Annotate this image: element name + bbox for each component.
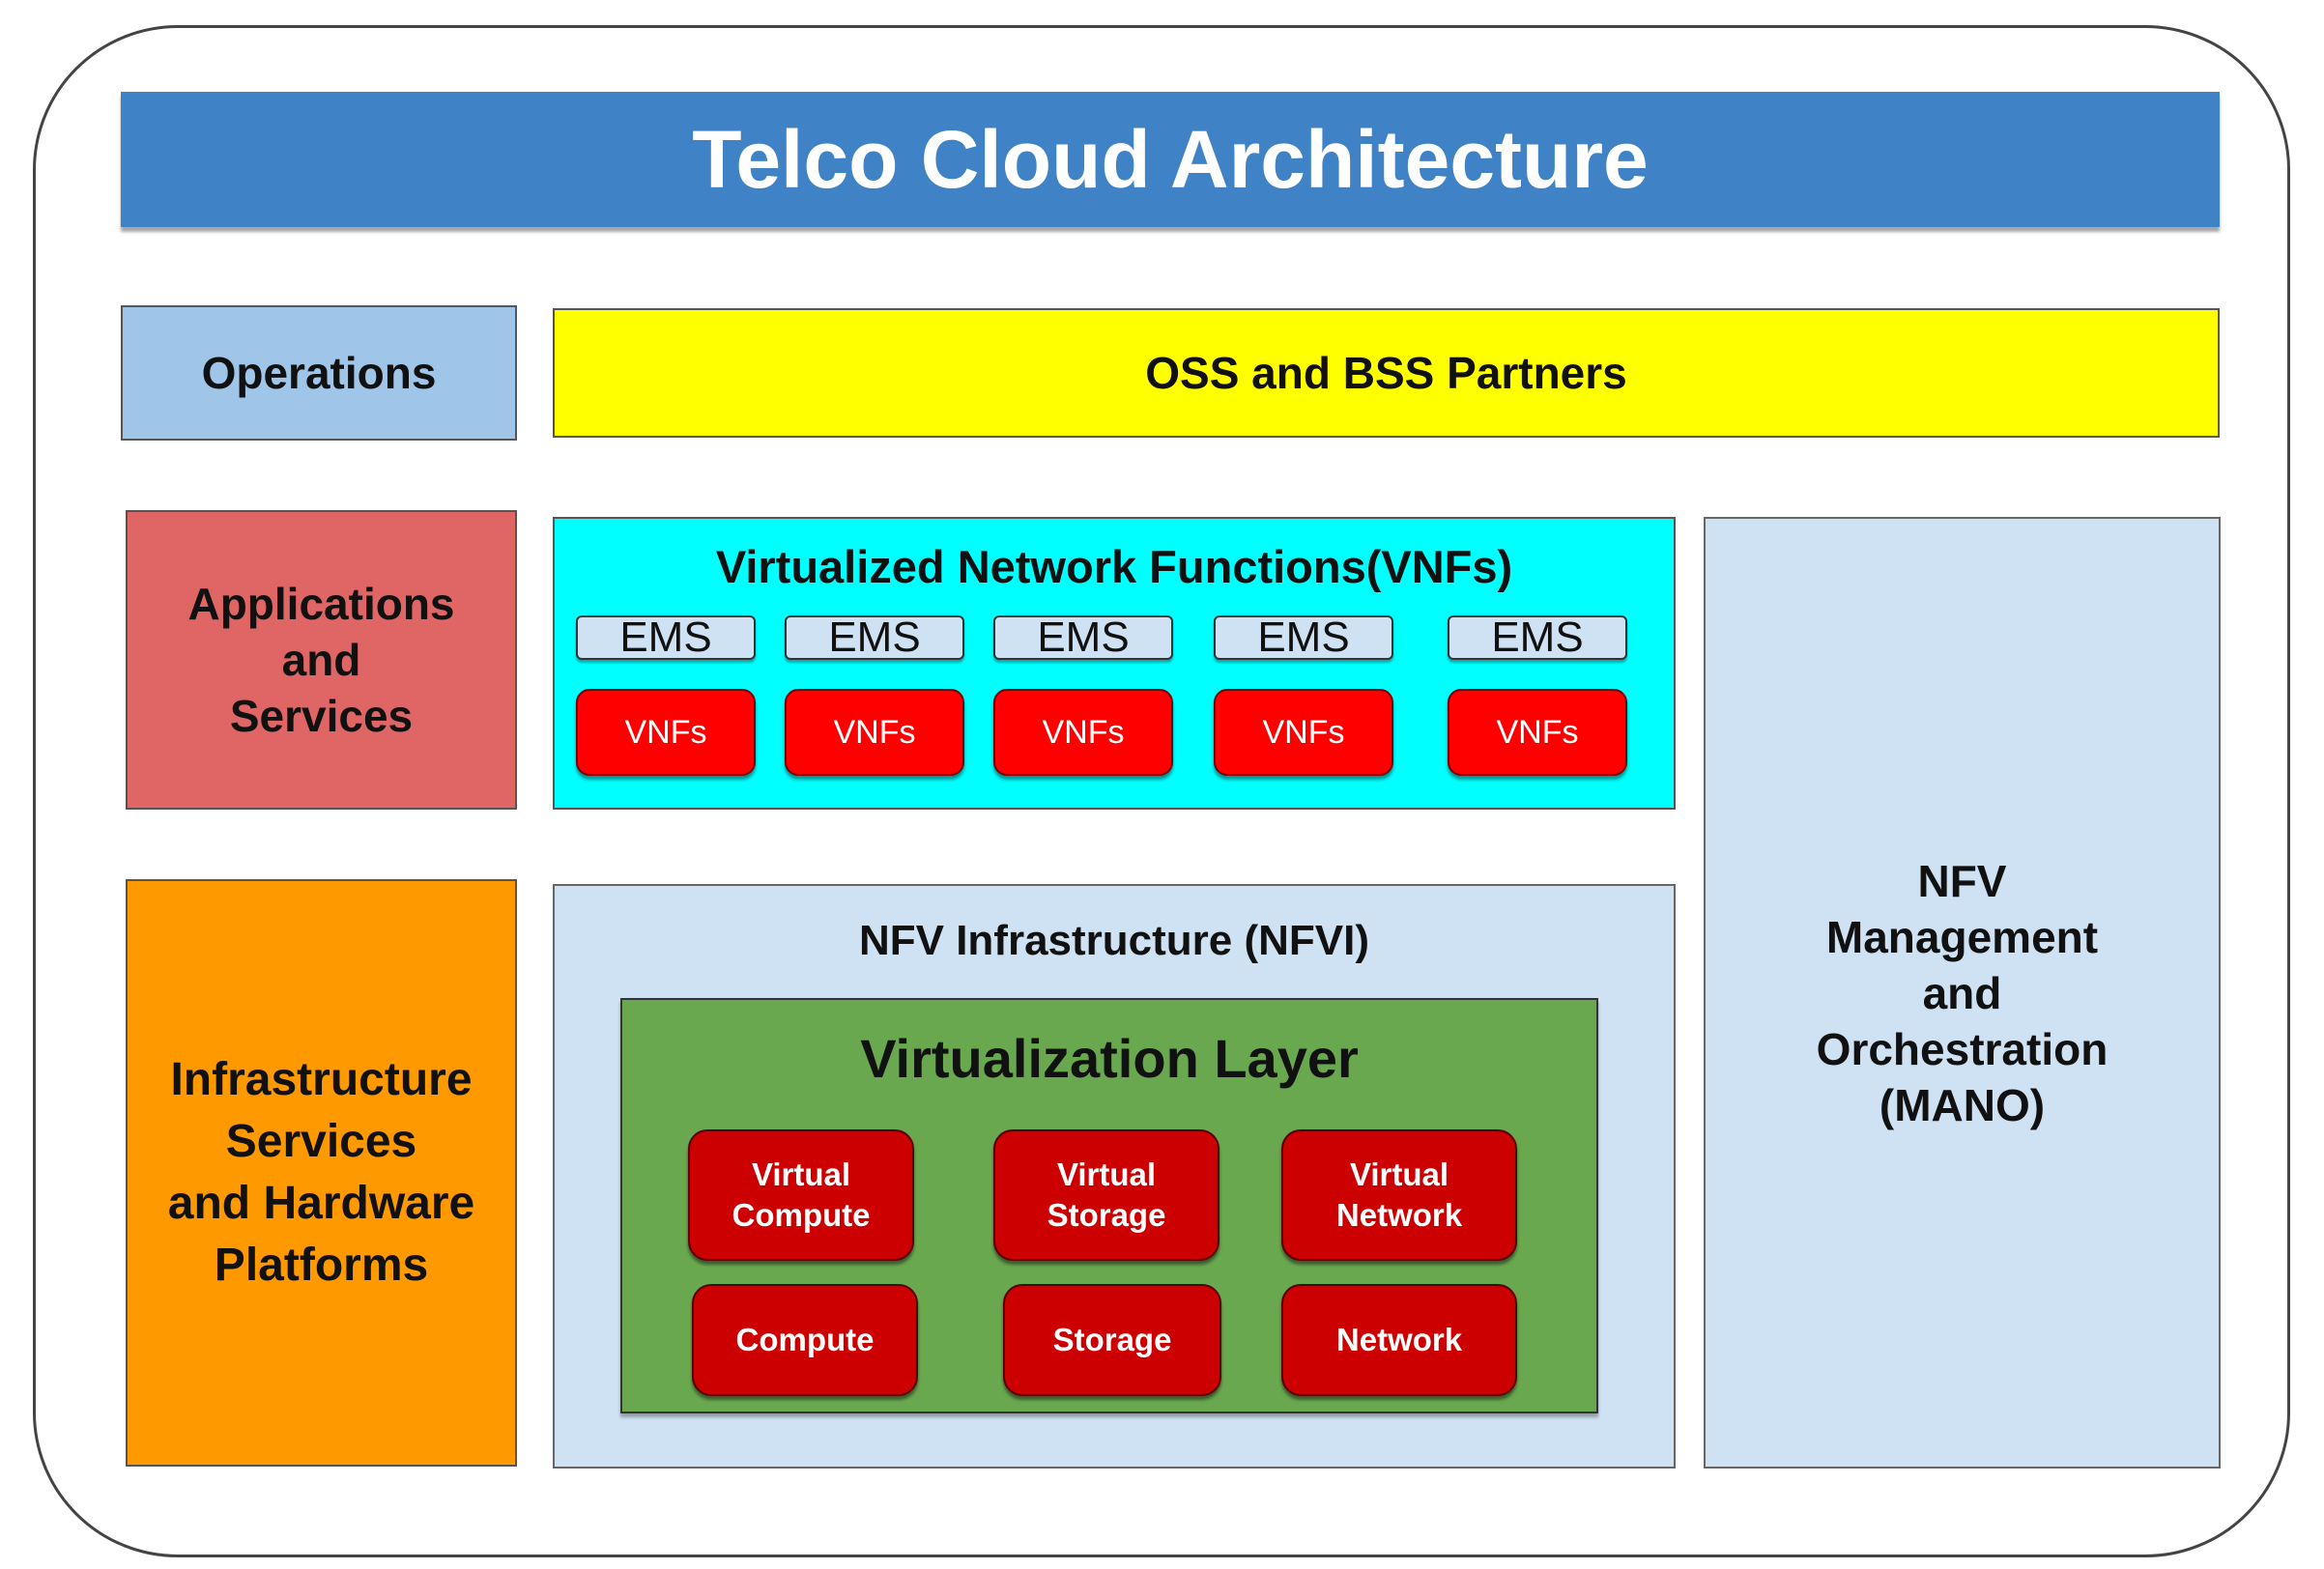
virtual-storage-line: Storage xyxy=(1047,1197,1166,1233)
network-box: Network xyxy=(1281,1284,1517,1396)
virtual-compute-line: Virtual xyxy=(751,1156,851,1192)
virtual-storage-box: Virtual Storage xyxy=(993,1129,1219,1261)
vnf-box: VNFs xyxy=(576,689,756,776)
mano-box: NFV Management and Orchestration (MANO) xyxy=(1704,517,2221,1469)
vnf-box: VNFs xyxy=(1448,689,1627,776)
virtualization-layer: Virtualization Layer Virtual Compute Vir… xyxy=(620,998,1598,1413)
infrastructure-label-line: Infrastructure xyxy=(170,1054,473,1105)
compute-box: Compute xyxy=(692,1284,918,1396)
ems-box: EMS xyxy=(576,613,756,661)
applications-label: Applications and Services xyxy=(126,510,517,810)
ems-box: EMS xyxy=(1448,613,1627,661)
infrastructure-label: Infrastructure Services and Hardware Pla… xyxy=(126,879,517,1467)
infrastructure-label-line: Platforms xyxy=(214,1240,429,1291)
vnf-box: VNFs xyxy=(785,689,964,776)
virtual-network-box: Virtual Network xyxy=(1281,1129,1517,1261)
virtualization-layer-title: Virtualization Layer xyxy=(860,1028,1359,1089)
virtual-network-line: Virtual xyxy=(1349,1156,1449,1192)
vnf-section: Virtualized Network Functions(VNFs) EMS … xyxy=(553,517,1676,810)
mano-label-line: Orchestration xyxy=(1816,1023,2109,1074)
oss-bss-box: OSS and BSS Partners xyxy=(553,308,2220,438)
infrastructure-label-line: and Hardware xyxy=(167,1178,475,1229)
vnf-box: VNFs xyxy=(993,689,1173,776)
diagram-title: Telco Cloud Architecture xyxy=(121,92,2220,227)
operations-label: Operations xyxy=(121,305,517,441)
mano-label-line: Management xyxy=(1825,911,2099,962)
vnf-section-title: Virtualized Network Functions(VNFs) xyxy=(715,541,1513,592)
virtual-storage-line: Virtual xyxy=(1056,1156,1157,1192)
nfvi-title: NFV Infrastructure (NFVI) xyxy=(858,917,1370,964)
ems-box: EMS xyxy=(785,613,964,661)
nfvi-section: NFV Infrastructure (NFVI) Virtualization… xyxy=(553,884,1676,1469)
applications-label-line: Services xyxy=(229,691,414,741)
virtual-compute-line: Compute xyxy=(732,1197,871,1233)
applications-label-line: and xyxy=(281,635,361,685)
vnf-box: VNFs xyxy=(1214,689,1393,776)
mano-label-line: NFV xyxy=(1917,855,2007,906)
applications-label-line: Applications xyxy=(187,579,455,629)
virtual-compute-box: Virtual Compute xyxy=(688,1129,914,1261)
mano-label-line: and xyxy=(1922,967,2002,1018)
ems-box: EMS xyxy=(993,613,1173,661)
ems-box: EMS xyxy=(1214,613,1393,661)
infrastructure-label-line: Services xyxy=(225,1116,417,1167)
mano-label-line: (MANO) xyxy=(1879,1079,2046,1130)
virtual-network-line: Network xyxy=(1335,1197,1463,1233)
storage-box: Storage xyxy=(1003,1284,1221,1396)
